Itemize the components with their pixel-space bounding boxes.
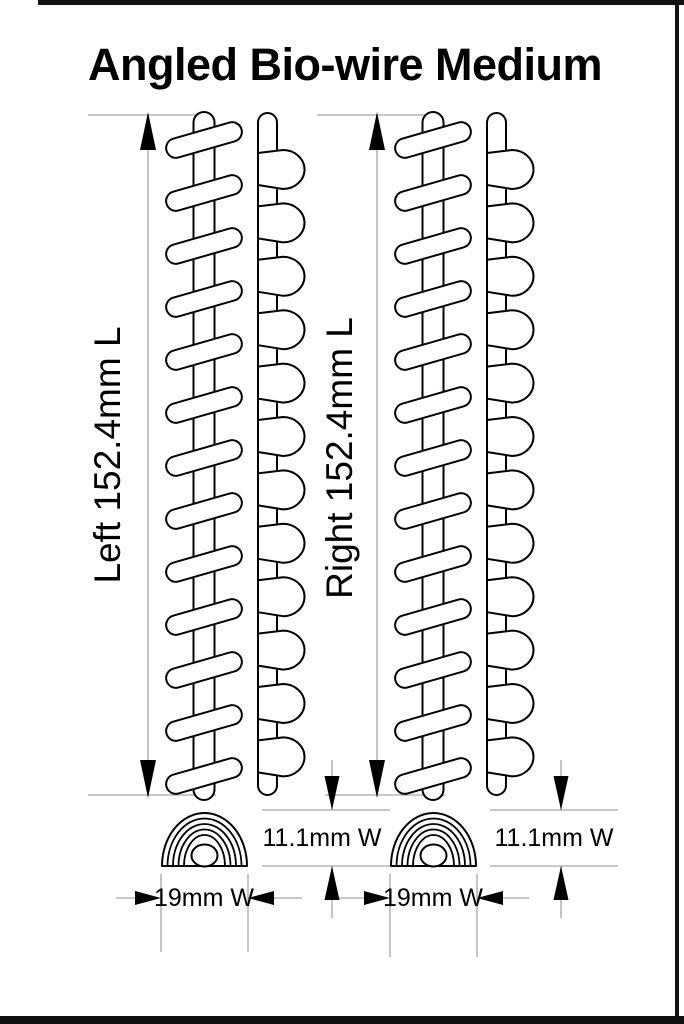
cross-section-arc	[401, 823, 466, 867]
wire-rung	[394, 386, 472, 424]
wire-rung	[394, 121, 472, 159]
wire-rung	[165, 174, 243, 212]
wire-rung	[165, 386, 243, 424]
cross-section-arc	[177, 828, 232, 867]
wire-rung	[165, 333, 243, 371]
wire-bump	[257, 629, 306, 671]
wire-bump	[486, 576, 535, 618]
wire-bump	[486, 416, 535, 457]
wire-bump	[257, 736, 306, 778]
wire-rung	[165, 757, 243, 795]
left-wire-cross-section	[161, 812, 248, 868]
wire-bump	[486, 522, 535, 564]
wire-rung	[394, 227, 472, 265]
wire-bump	[257, 416, 306, 457]
wire-bump	[257, 683, 306, 724]
cross-section-arc	[172, 823, 237, 867]
right-wire-cross-section	[390, 812, 477, 868]
wire-rung	[165, 545, 243, 583]
wire-rung	[165, 280, 243, 318]
frame-bottom-border	[0, 1016, 684, 1024]
wire-bump	[257, 522, 306, 564]
wire-rung	[165, 227, 243, 265]
cross-section-core	[190, 843, 219, 868]
wire-rung	[165, 704, 243, 742]
wire-bump	[257, 576, 306, 618]
right-base-width-label: 19mm W	[383, 884, 483, 912]
dimension-arrow	[135, 891, 161, 905]
wire-bump	[257, 362, 306, 404]
wire-rung	[394, 439, 472, 477]
wire-bump	[486, 362, 535, 404]
right-profile-height-label: 11.1mm W	[495, 824, 614, 852]
wire-rung	[394, 598, 472, 636]
drawing-title: Angled Bio-wire Medium	[88, 39, 602, 90]
wire-rung	[165, 598, 243, 636]
wire-rung	[394, 174, 472, 212]
wire-bump	[486, 202, 535, 244]
wire-rung	[394, 651, 472, 689]
wire-bump	[486, 255, 535, 297]
left-profile-height-label: 11.1mm W	[263, 824, 382, 852]
dimension-arrow	[324, 776, 340, 810]
dimension-arrows	[135, 112, 569, 905]
cross-section-core	[419, 843, 448, 868]
wire-bump	[257, 255, 306, 297]
wire-bump	[486, 309, 535, 351]
dimension-arrow	[140, 112, 156, 150]
wire-rung	[165, 121, 243, 159]
dimension-arrow	[553, 866, 569, 900]
wire-bump	[486, 736, 535, 778]
wire-bump	[257, 149, 306, 190]
wire-bump	[257, 202, 306, 244]
right-wire-side-view	[486, 112, 535, 796]
left-base-width-label: 19mm W	[154, 884, 254, 912]
wire-rung	[394, 704, 472, 742]
dimension-arrow	[369, 760, 385, 798]
dimension-arrow	[140, 760, 156, 798]
wire-rung	[394, 333, 472, 371]
left-wire-side-view	[257, 112, 306, 796]
wire-bump	[486, 629, 535, 671]
left-length-label: Left 152.4mm L	[87, 326, 128, 583]
wire-bump	[257, 309, 306, 351]
right-wire-front-view	[394, 111, 472, 801]
wire-bump	[486, 469, 535, 511]
cross-section-arc	[183, 834, 226, 867]
dimension-arrow	[477, 891, 503, 905]
wire-rung	[394, 280, 472, 318]
dimension-arrow	[369, 112, 385, 150]
frame-right-border	[675, 0, 679, 1024]
wire-rung	[394, 757, 472, 795]
wire-rung	[394, 492, 472, 530]
wire-rung	[394, 545, 472, 583]
dimension-arrow	[364, 891, 390, 905]
cross-section-arc	[412, 834, 455, 867]
cross-section-arc	[395, 817, 472, 867]
dimension-arrow	[248, 891, 274, 905]
frame-top-border	[38, 0, 684, 5]
dimension-arrow	[324, 866, 340, 900]
wire-bump	[257, 469, 306, 511]
wire-rung	[165, 492, 243, 530]
cross-section-arc	[406, 828, 461, 867]
left-wire-front-view	[165, 111, 243, 801]
wire-rung	[165, 651, 243, 689]
dimension-arrow	[553, 776, 569, 810]
cross-section-arc	[166, 817, 243, 867]
wire-bump	[486, 683, 535, 724]
wire-rung	[165, 439, 243, 477]
right-length-label: Right 152.4mm L	[319, 317, 360, 599]
wire-bump	[486, 149, 535, 190]
